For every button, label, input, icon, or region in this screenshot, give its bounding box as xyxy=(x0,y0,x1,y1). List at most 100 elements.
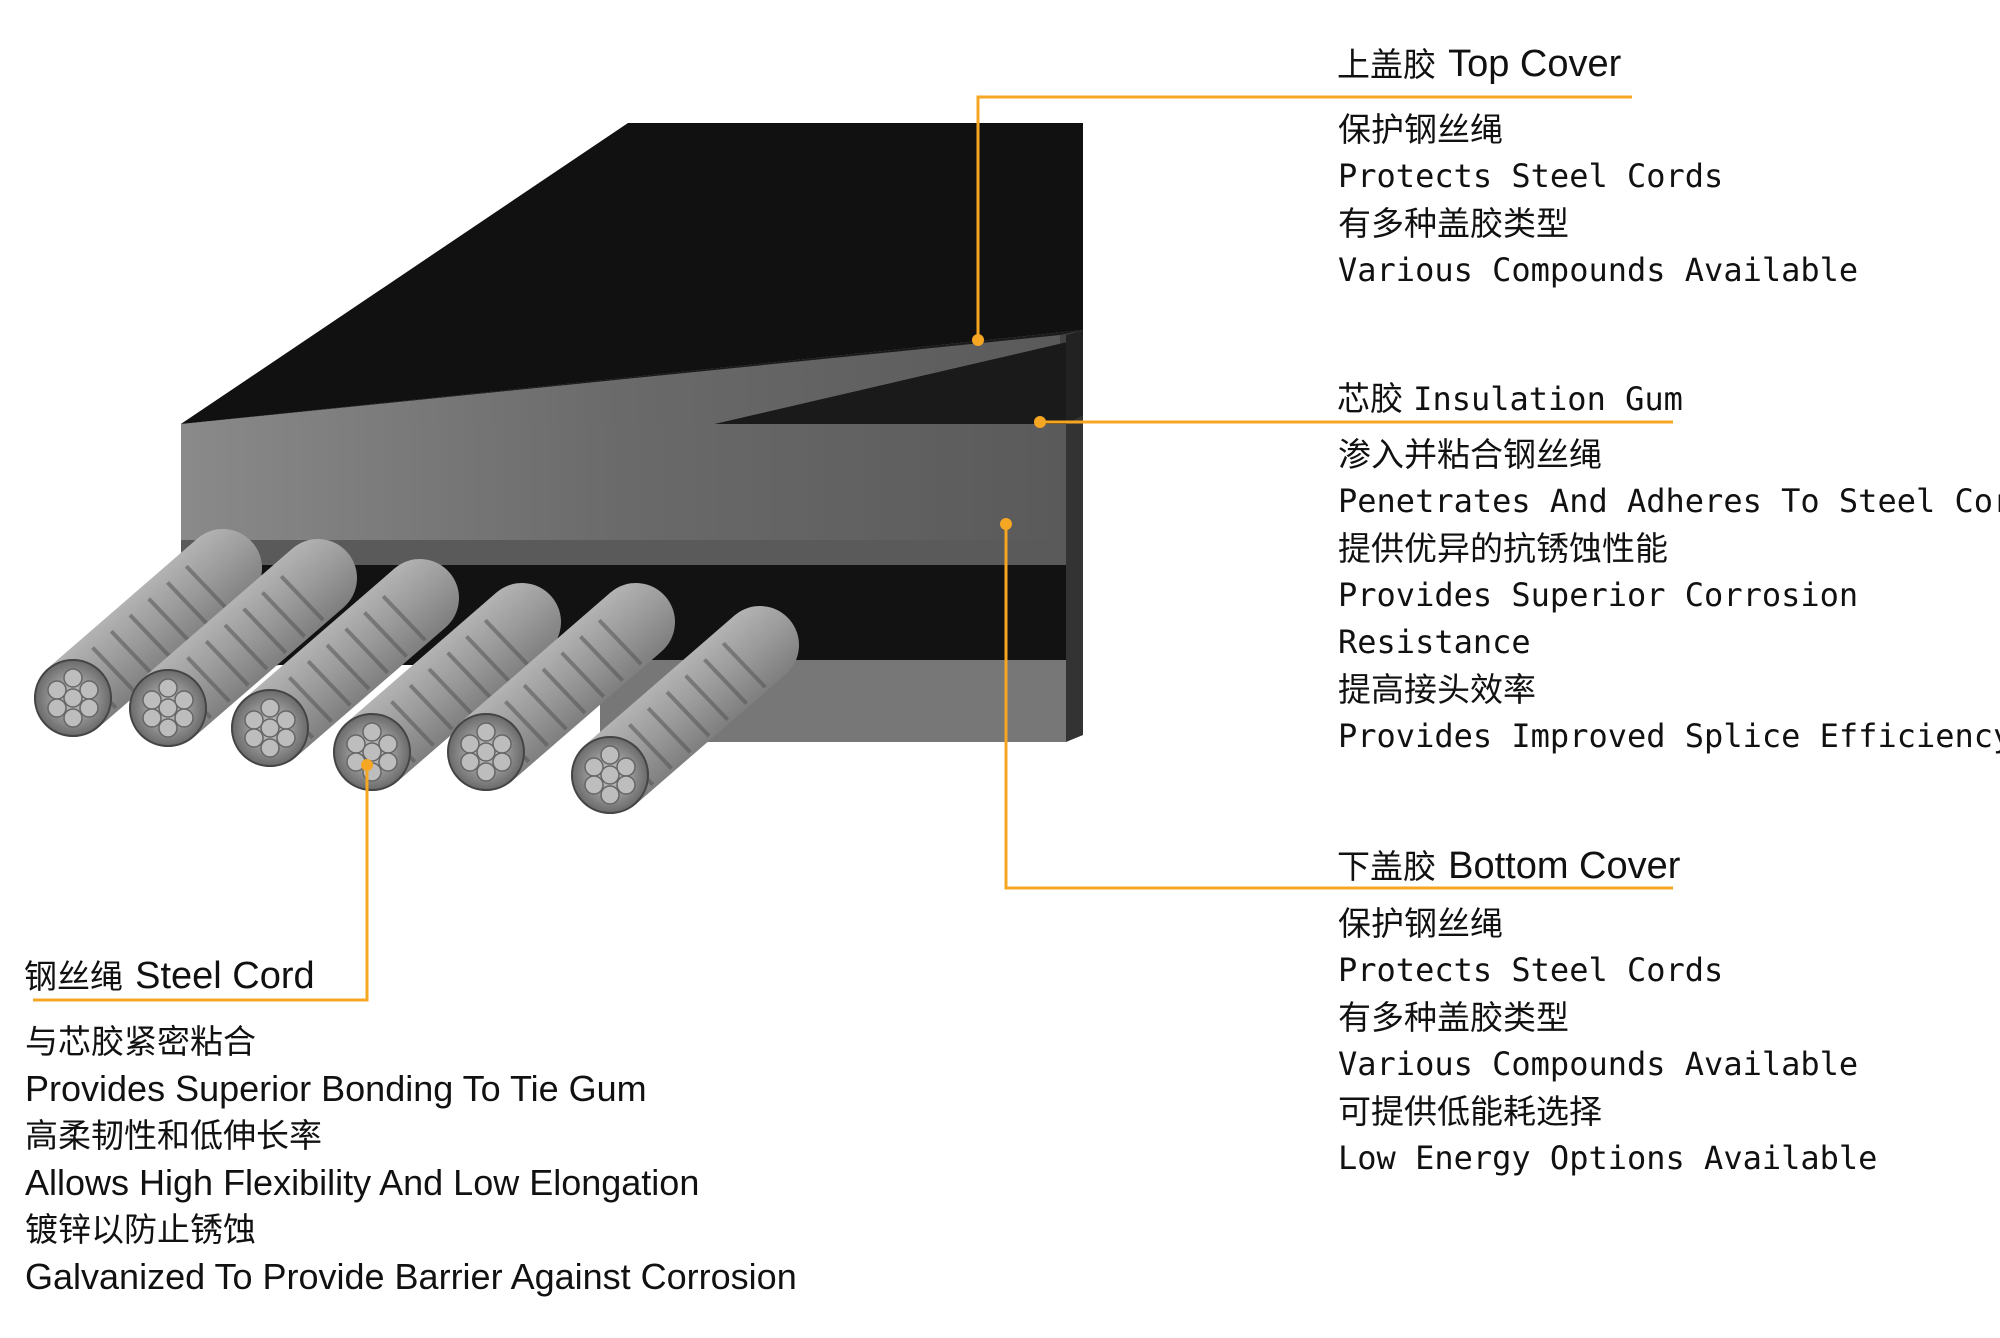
steel-cord xyxy=(129,539,357,747)
steel-cord-wire xyxy=(362,722,382,742)
steel-cord-marker-dot xyxy=(361,759,373,771)
steel-cord-strand xyxy=(408,683,454,731)
steel-cord-wire xyxy=(158,718,178,738)
top-cover-line-3: 有多种盖胶类型 xyxy=(1338,204,1569,243)
steel-cord-strand xyxy=(703,658,748,705)
insulation-gum-title-cn: 芯胶 xyxy=(1337,379,1403,418)
insulation-gum-marker-dot xyxy=(1034,416,1046,428)
steel-cord-wire xyxy=(492,734,512,754)
steel-cord-wire xyxy=(63,688,83,708)
steel-cord-wire xyxy=(616,757,636,777)
steel-cord-strand xyxy=(306,659,352,707)
steel-cord-wire xyxy=(600,745,620,765)
top-cover-title-en: Top Cover xyxy=(1448,43,1622,85)
steel-cord-wire xyxy=(460,752,480,772)
steel-cord-strand xyxy=(483,618,529,666)
steel-cord-strand xyxy=(597,618,643,666)
steel-cord-strand xyxy=(381,594,427,642)
callout-bottom-cover-line xyxy=(1000,518,1673,890)
steel-cord-wire xyxy=(244,728,264,748)
steel-cord-strand xyxy=(721,641,767,689)
steel-cord-strand xyxy=(109,629,155,677)
callout-insulation-gum-line xyxy=(1034,416,1673,428)
steel-cord-wire xyxy=(276,710,296,730)
steel-cord xyxy=(231,559,459,767)
steel-cord-strand xyxy=(288,676,333,723)
steel-cord-description: 与芯胶紧密粘合 Provides Superior Bonding To Tie… xyxy=(25,1018,797,1300)
insulation-gum-description: 渗入并粘合钢丝绳 Penetrates And Adheres To Steel… xyxy=(1338,431,2000,760)
steel-cord-wire xyxy=(600,765,620,785)
top-cover-marker-dot xyxy=(972,334,984,346)
steel-cord-wire xyxy=(476,762,496,782)
bottom-cover-line-2: Protects Steel Cords xyxy=(1338,951,1724,989)
bottom-cover-line-3: 有多种盖胶类型 xyxy=(1338,998,1569,1037)
steel-cord-wire xyxy=(244,710,264,730)
bottom-cover-line-4: Various Compounds Available xyxy=(1338,1045,1859,1083)
bottom-cover-title-cn: 下盖胶 xyxy=(1337,847,1436,886)
steel-cord-wire xyxy=(158,698,178,718)
steel-cord-wire xyxy=(476,742,496,762)
steel-cord-strand xyxy=(261,591,306,638)
steel-cord-line-2: Provides Superior Bonding To Tie Gum xyxy=(25,1068,647,1109)
insulation-gum-line-5: Resistance xyxy=(1338,623,1531,661)
callout-steel-cord-line xyxy=(33,759,373,1002)
steel-cord-line-5: 镀锌以防止锈蚀 xyxy=(25,1210,256,1249)
steel-cord-wire xyxy=(79,698,99,718)
steel-cord-wire xyxy=(616,775,636,795)
steel-cord-strand xyxy=(204,639,250,687)
steel-cord-strand xyxy=(446,651,492,699)
steel-cord-wire xyxy=(276,728,296,748)
steel-cord-title-en: Steel Cord xyxy=(135,955,315,997)
steel-cord-strand xyxy=(628,723,673,770)
steel-cord-wire xyxy=(174,708,194,728)
steel-cord-wire xyxy=(460,734,480,754)
steel-cord-title-cn: 钢丝绳 xyxy=(24,957,123,996)
steel-cord-strand xyxy=(541,667,587,715)
steel-cord-strand xyxy=(363,611,408,658)
steel-cord-line-1: 与芯胶紧密粘合 xyxy=(25,1022,256,1061)
insulation-gum-title-en: Insulation Gum xyxy=(1413,380,1683,418)
steel-cord-line-3: 高柔韧性和低伸长率 xyxy=(25,1116,322,1155)
steel-cord-strand xyxy=(504,700,549,747)
steel-cord-wire xyxy=(260,718,280,738)
steel-cord-wire xyxy=(346,734,366,754)
steel-cord-strand xyxy=(166,581,211,628)
steel-cord-line-6: Galvanized To Provide Barrier Against Co… xyxy=(25,1256,797,1297)
steel-cord-wire xyxy=(63,668,83,688)
steel-cord-wire xyxy=(584,775,604,795)
steel-cord-strand xyxy=(684,674,730,722)
steel-cord-strand xyxy=(344,627,390,675)
insulation-gum-line-3: 提供优异的抗锈蚀性能 xyxy=(1338,529,1668,568)
steel-cord-strand xyxy=(91,646,136,693)
steel-cord-strand xyxy=(560,651,606,699)
steel-cord-wire xyxy=(492,752,512,772)
steel-cord-wire xyxy=(174,690,194,710)
steel-cord-strand xyxy=(279,574,325,622)
steel-cord-wire xyxy=(260,698,280,718)
insulation-gum-line-2: Penetrates And Adheres To Steel Cords xyxy=(1338,482,2000,520)
insulation-gum-line-7: Provides Improved Splice Efficiency xyxy=(1338,717,2000,755)
steel-cord-wire xyxy=(476,722,496,742)
top-cover-title: 上盖胶 Top Cover xyxy=(1337,38,1621,86)
bottom-cover-description: 保护钢丝绳 Protects Steel Cords 有多种盖胶类型 Vario… xyxy=(1338,900,1877,1182)
top-cover-front-band xyxy=(181,424,1066,544)
steel-cord xyxy=(447,583,675,791)
insulation-gum-line-6: 提高接头效率 xyxy=(1338,670,1536,709)
steel-cord-wire xyxy=(158,678,178,698)
steel-cord-strand xyxy=(242,607,288,655)
steel-cord-wire xyxy=(378,734,398,754)
steel-cord-wire xyxy=(260,738,280,758)
bottom-cover-line-5: 可提供低能耗选择 xyxy=(1338,1092,1602,1131)
insulation-gum-line-4: Provides Superior Corrosion xyxy=(1338,576,1859,614)
callout-top-cover-line xyxy=(972,95,1632,346)
steel-cord-strand xyxy=(522,683,568,731)
steel-cord xyxy=(571,606,799,814)
steel-cord-strand xyxy=(665,690,711,738)
steel-cord-strand xyxy=(646,706,692,754)
steel-cord-strand xyxy=(128,613,174,661)
steel-cord-strand xyxy=(325,643,371,691)
top-cover-description: 保护钢丝绳 Protects Steel Cords 有多种盖胶类型 Vario… xyxy=(1338,106,1858,294)
bottom-cover-title-en: Bottom Cover xyxy=(1448,845,1681,887)
steel-cord xyxy=(34,529,262,737)
